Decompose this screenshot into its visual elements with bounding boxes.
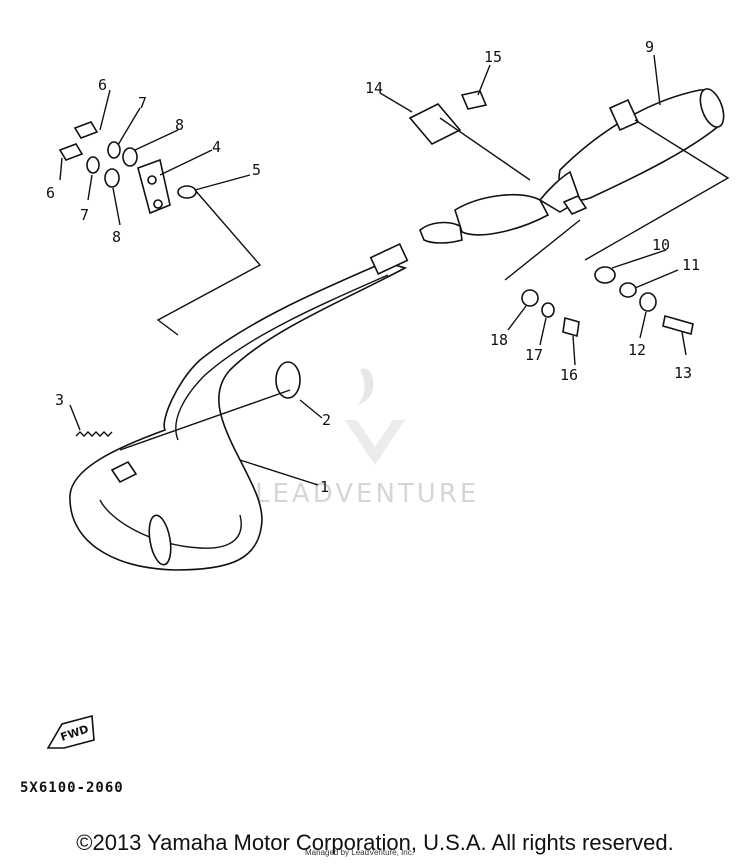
watermark-text: LEADVENTURE	[255, 479, 479, 509]
callouts: 1 2 3 4 5 6 6 7 7 8 8 9 10 11 12 13 14 1…	[46, 38, 700, 496]
pipe-bracket	[137, 158, 197, 215]
muffler	[419, 88, 725, 244]
callout-10: 10	[652, 236, 670, 254]
exhaust-pipe	[69, 243, 409, 571]
callout-1: 1	[320, 478, 329, 496]
callout-5: 5	[252, 161, 261, 179]
callout-9: 9	[645, 38, 654, 56]
callout-16: 16	[560, 366, 578, 384]
callout-14: 14	[365, 79, 383, 97]
callout-4: 4	[212, 138, 221, 156]
callout-8b: 8	[112, 228, 121, 246]
part-code: 5X6100-2060	[20, 780, 124, 796]
credit-text: Managed by LeadVenture, Inc.	[305, 848, 414, 857]
exhaust-spring	[75, 431, 113, 437]
leader-lines	[59, 54, 730, 486]
muffler-fasteners	[521, 266, 694, 338]
callout-17: 17	[525, 346, 543, 364]
callout-18: 18	[490, 331, 508, 349]
callout-2: 2	[322, 411, 331, 429]
bolts-washers-left	[58, 121, 138, 188]
exhaust-gasket	[275, 361, 301, 399]
muffler-bracket	[408, 103, 462, 145]
callout-7a: 7	[138, 94, 147, 112]
copyright-text: ©2013 Yamaha Motor Corporation, U.S.A. A…	[76, 830, 674, 855]
callout-6b: 6	[46, 184, 55, 202]
callout-13: 13	[674, 364, 692, 382]
callout-15: 15	[484, 48, 502, 66]
callout-12: 12	[628, 341, 646, 359]
callout-6a: 6	[98, 76, 107, 94]
fwd-arrow-icon: FWD	[46, 714, 95, 749]
callout-7b: 7	[80, 206, 89, 224]
callout-8a: 8	[175, 116, 184, 134]
callout-3: 3	[55, 391, 64, 409]
callout-11: 11	[682, 256, 700, 274]
watermark-logo	[345, 368, 405, 465]
muffler-bolt	[460, 90, 488, 110]
